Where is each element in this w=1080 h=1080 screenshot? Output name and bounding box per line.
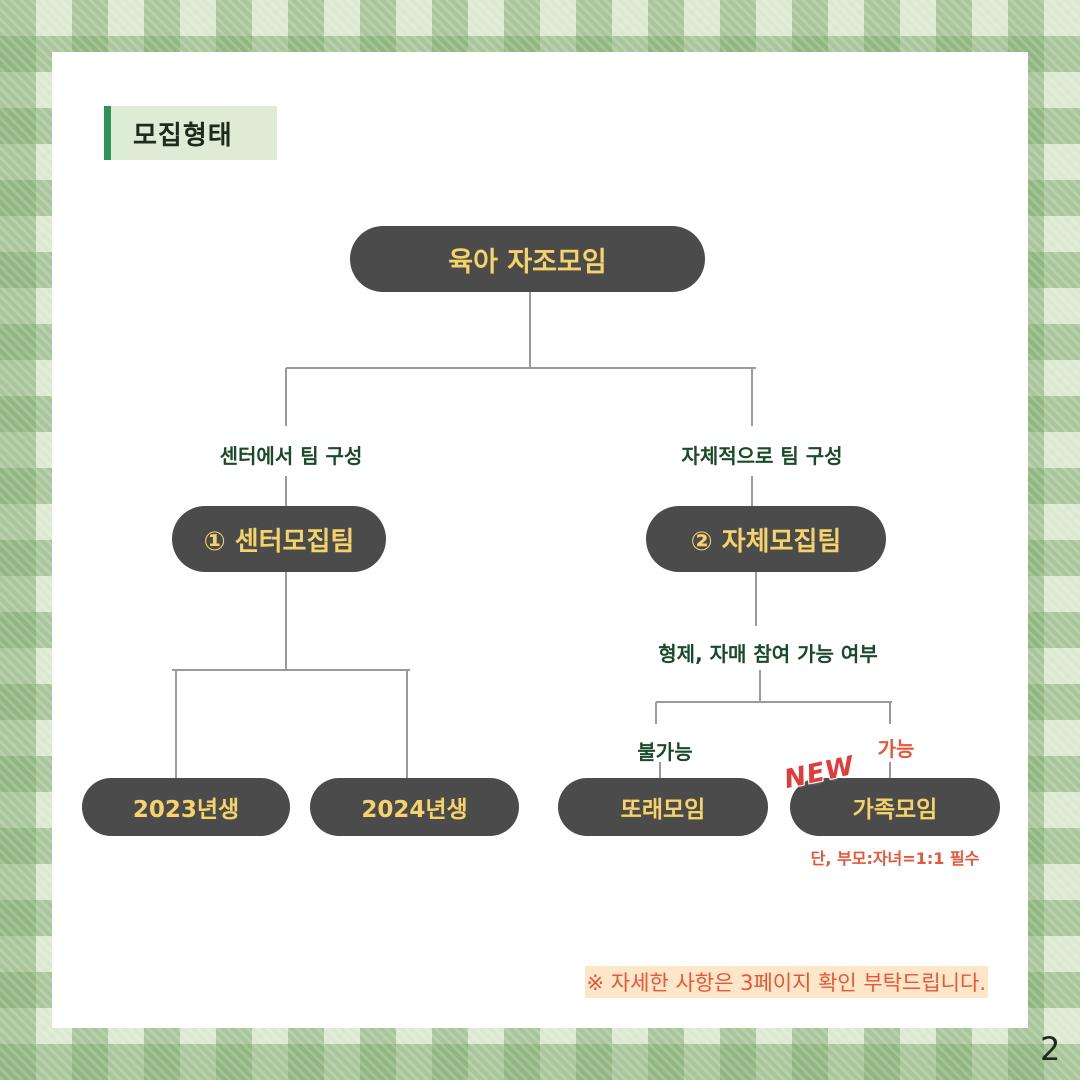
root-node: 육아 자조모임 — [350, 226, 705, 292]
footnote: ※ 자세한 사항은 3페이지 확인 부탁드립니다. — [584, 966, 988, 998]
node-peer-group: 또래모임 — [558, 778, 768, 836]
edge-label-center: 센터에서 팀 구성 — [219, 444, 363, 468]
self-team-node: ② 자체모집팀 — [646, 506, 886, 572]
node-2023: 2023년생 — [82, 778, 290, 836]
node-2024: 2024년생 — [310, 778, 519, 836]
option-label-no: 불가능 — [637, 740, 693, 764]
family-condition: 단, 부모:자녀=1:1 필수 — [810, 849, 980, 868]
section-title-box: 모집형태 — [104, 106, 277, 160]
page-number: 2 — [1040, 1030, 1061, 1068]
node-family-group: 가족모임 — [790, 778, 1000, 836]
edge-label-self: 자체적으로 팀 구성 — [681, 444, 843, 468]
option-label-yes: 가능 — [877, 737, 915, 761]
question-label: 형제, 자매 참여 가능 여부 — [658, 642, 878, 666]
center-team-node: ① 센터모집팀 — [172, 506, 386, 572]
section-title: 모집형태 — [133, 120, 233, 151]
